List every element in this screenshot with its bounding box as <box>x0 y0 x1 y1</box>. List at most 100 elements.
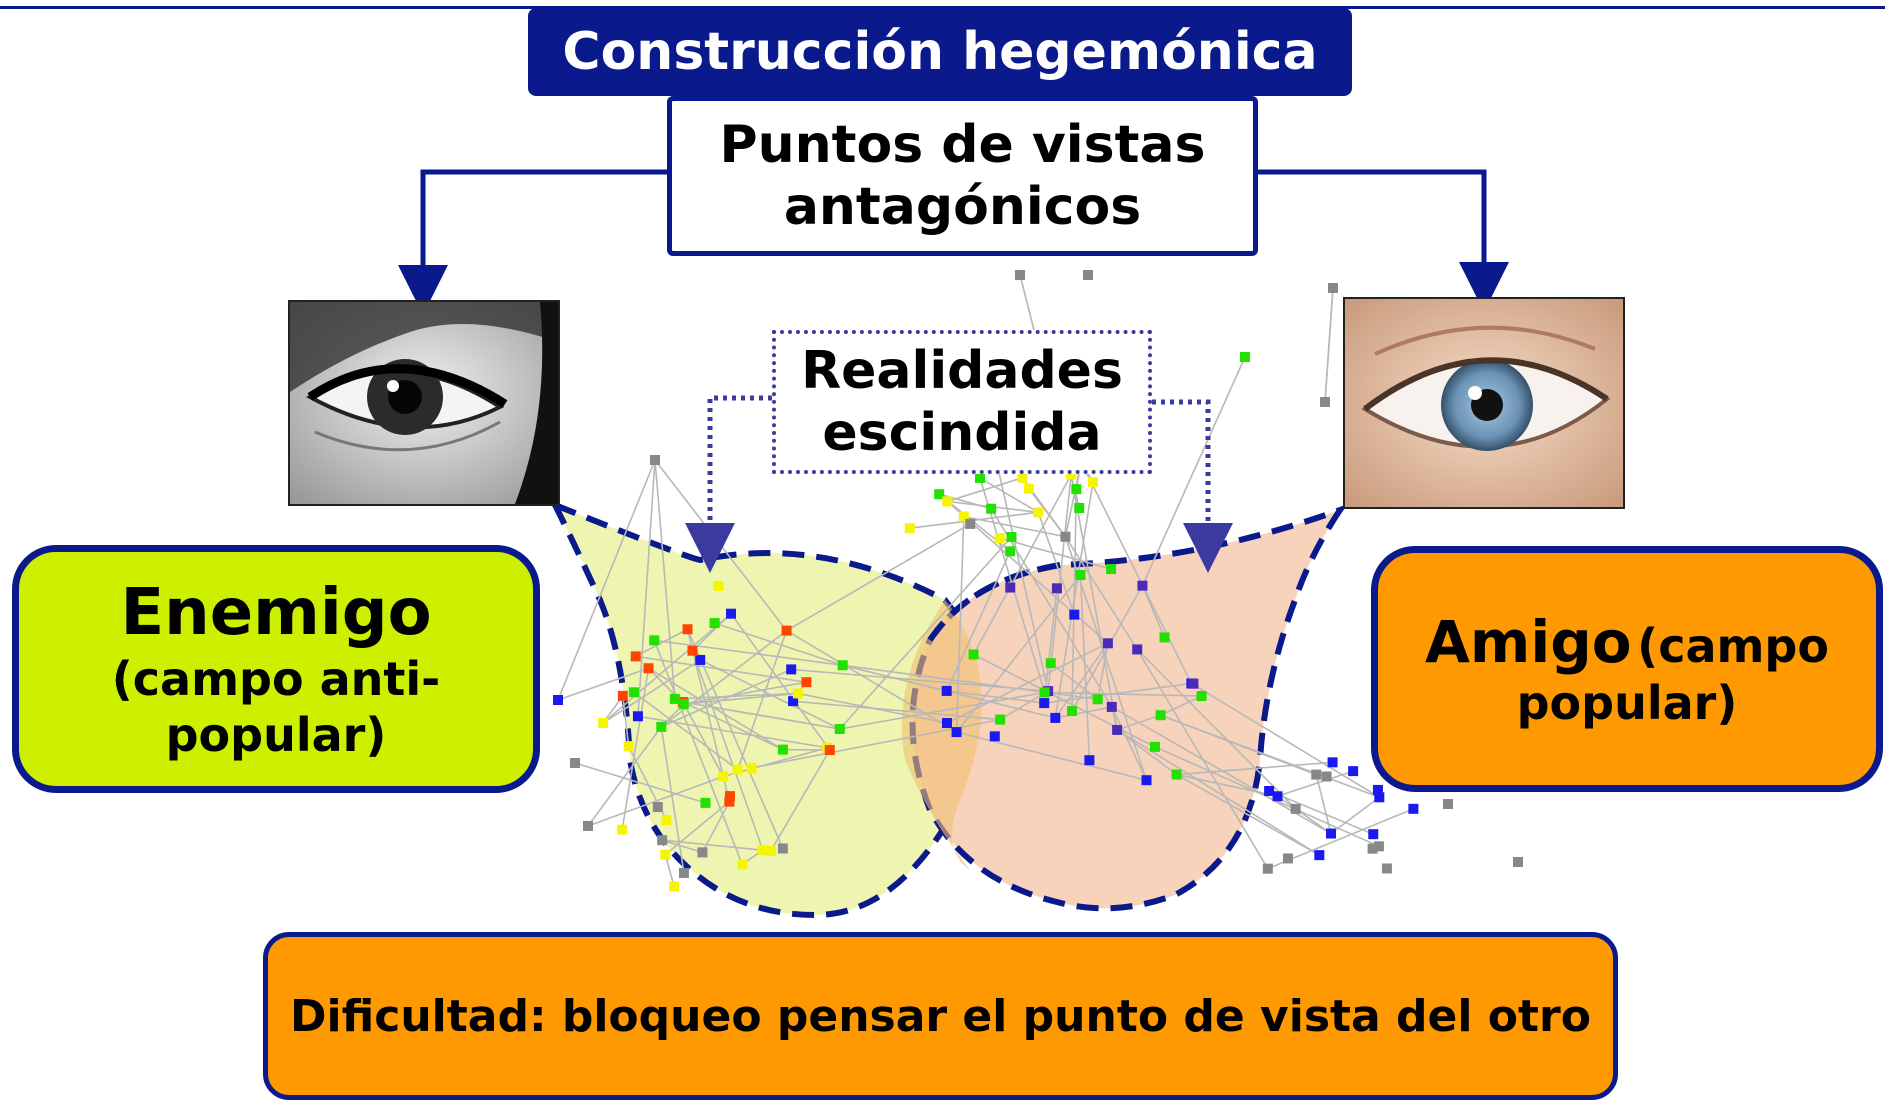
network-edge <box>662 839 771 852</box>
dotted-arrow-left <box>685 395 772 573</box>
network-edge <box>1064 536 1138 650</box>
network-node <box>695 654 706 665</box>
network-edge <box>1277 770 1354 798</box>
network-edge <box>1116 714 1161 731</box>
network-node <box>986 503 997 514</box>
network-node <box>652 801 663 812</box>
network-node <box>951 727 962 738</box>
network-node <box>628 687 639 698</box>
network-edge <box>1160 695 1202 716</box>
network-edge <box>1037 512 1076 615</box>
network-node <box>724 796 735 807</box>
network-node <box>669 693 680 704</box>
network-node <box>1372 784 1383 795</box>
network-node <box>1075 570 1086 581</box>
network-node <box>583 821 593 831</box>
network-node <box>941 718 952 729</box>
network-node <box>1196 690 1207 701</box>
network-edge <box>1071 489 1078 712</box>
network-edge <box>1055 706 1112 719</box>
network-edge <box>947 477 1023 503</box>
friend-sub2: popular) <box>1516 676 1738 730</box>
network-edge <box>972 474 1072 655</box>
network-node <box>657 835 668 846</box>
network-node <box>1367 843 1378 854</box>
network-node <box>1171 769 1182 780</box>
network-node <box>1005 546 1016 557</box>
network-edge <box>1054 642 1109 719</box>
network-node <box>1083 270 1093 280</box>
network-node <box>974 472 985 483</box>
network-node <box>1106 564 1117 575</box>
network-edge <box>653 640 744 865</box>
network-edge <box>587 775 724 827</box>
network-node <box>777 843 788 854</box>
network-node <box>1373 841 1384 852</box>
network-node <box>1381 863 1392 874</box>
difficulty-box: Dificultad: bloqueo pensar el punto de v… <box>263 932 1618 1100</box>
network-node <box>801 677 812 688</box>
network-node <box>1015 270 1025 280</box>
network-node <box>788 696 799 707</box>
network-node <box>700 797 711 808</box>
dotted-arrow-right <box>1152 399 1233 573</box>
network-node <box>1069 609 1080 620</box>
network-node <box>709 618 720 629</box>
network-edge <box>1141 356 1246 586</box>
network-node <box>837 660 848 671</box>
network-node <box>824 745 835 756</box>
network-node <box>1084 755 1095 766</box>
network-edge <box>686 628 784 849</box>
network-node <box>1033 507 1044 518</box>
network-node <box>656 721 667 732</box>
network-edge <box>955 574 1082 733</box>
antagonic-box: Puntos de vistas antagónicos <box>667 96 1258 256</box>
network-edge <box>602 659 701 724</box>
title-banner: Construcción hegemónica <box>528 8 1352 96</box>
network-node <box>757 845 768 856</box>
network-node <box>678 699 689 710</box>
network-node <box>1264 785 1275 796</box>
network-edge <box>1071 585 1144 712</box>
network-node <box>941 685 952 696</box>
network-edge <box>973 653 1156 748</box>
network-edge <box>1096 643 1109 700</box>
network-edge <box>683 681 807 705</box>
network-edge <box>691 650 764 851</box>
network-node <box>643 663 654 674</box>
network-node <box>1039 687 1050 698</box>
network-nodes <box>553 270 1523 892</box>
network-edge <box>1070 474 1118 731</box>
network-node <box>1188 678 1199 689</box>
network-edge <box>1136 648 1297 810</box>
network-node <box>1071 484 1082 495</box>
network-node <box>958 511 969 522</box>
network-node <box>617 824 628 835</box>
network-edge <box>654 639 843 667</box>
network-edge <box>654 459 676 699</box>
network-node <box>630 651 641 662</box>
network-node <box>1074 502 1085 513</box>
network-node <box>1102 638 1113 649</box>
network-edge <box>633 691 739 771</box>
network-node <box>765 845 776 856</box>
network-node <box>1112 724 1123 735</box>
network-node <box>732 764 743 775</box>
enemy-sub2: popular) <box>165 708 387 762</box>
network-node <box>1141 775 1152 786</box>
network-node <box>786 664 797 675</box>
network-node <box>1513 857 1523 867</box>
network-edge <box>1315 774 1332 834</box>
network-edge <box>1079 574 1091 761</box>
network-edge <box>714 622 843 667</box>
network-node <box>553 695 563 705</box>
network-node <box>1327 757 1338 768</box>
network-node <box>1328 283 1338 293</box>
network-edge <box>1080 461 1193 684</box>
network-node <box>1290 803 1301 814</box>
network-node <box>942 496 953 507</box>
network-edge <box>1111 706 1148 781</box>
network-edge <box>637 459 656 717</box>
network-node <box>1374 792 1385 803</box>
